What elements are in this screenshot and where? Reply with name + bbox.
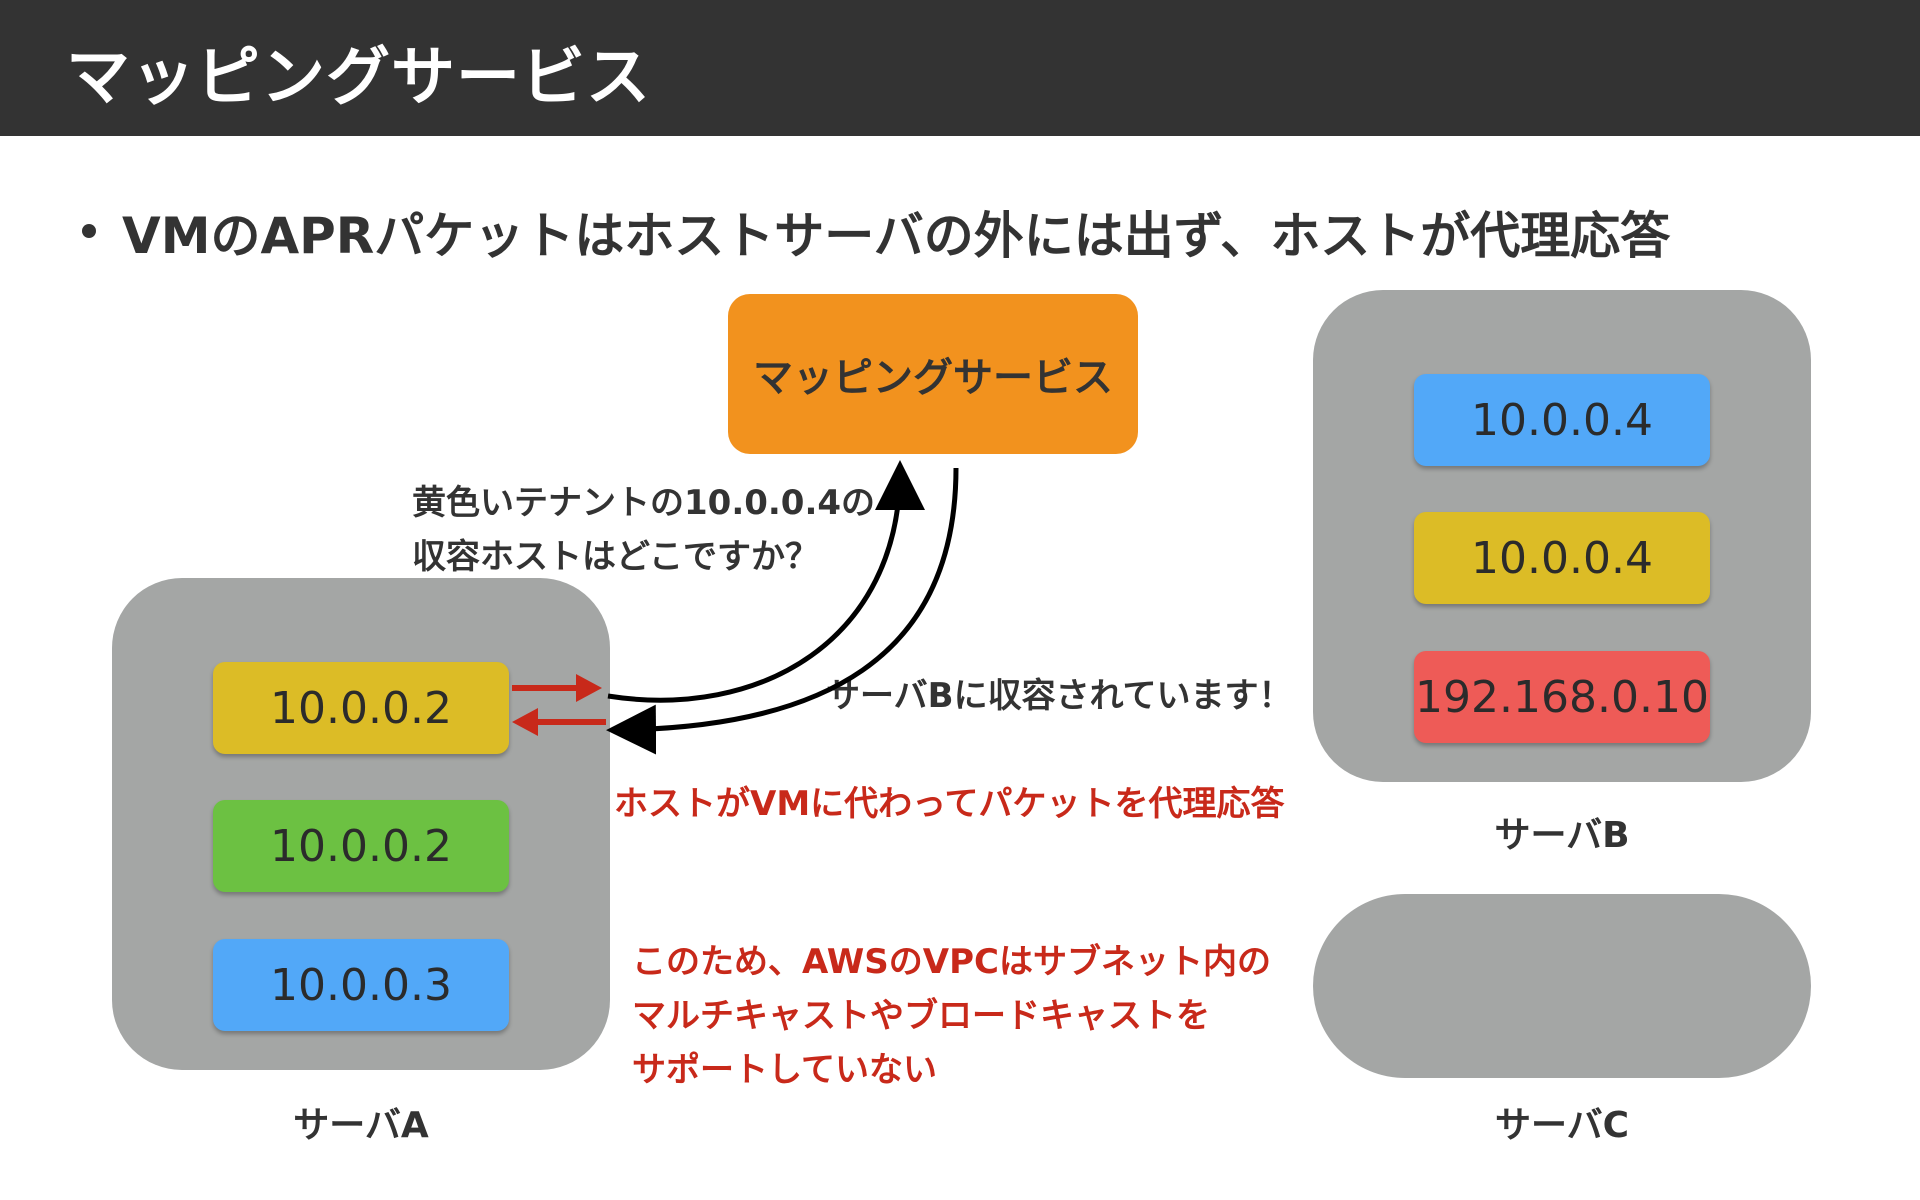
- conclusion-note: このため、AWSのVPCはサブネット内の マルチキャストやブロードキャストを サ…: [632, 935, 1271, 1097]
- server-a-label: サーバA: [293, 1105, 429, 1146]
- answer-note: サーバBに収容されています！: [826, 676, 1293, 716]
- mapping-service-box: マッピングサービス: [728, 294, 1138, 454]
- proxy-note: ホストがVMに代わってパケットを代理応答: [614, 784, 1285, 824]
- conclusion-note-line-2: マルチキャストやブロードキャストを: [632, 996, 1210, 1036]
- server-c: [1313, 894, 1811, 1078]
- query-note-line-2: 収容ホストはどこですか？: [412, 537, 819, 577]
- conclusion-note-line-1: このため、AWSのVPCはサブネット内の: [632, 942, 1271, 982]
- server-a-vm-1: 10.0.0.2: [213, 662, 509, 754]
- query-note: 黄色いテナントの10.0.0.4の 収容ホストはどこですか？: [412, 476, 875, 584]
- query-note-line-1: 黄色いテナントの10.0.0.4の: [412, 483, 876, 523]
- bullet-text: VMのAPRパケットはホストサーバの外には出ず、ホストが代理応答: [122, 207, 1671, 265]
- slide-title: マッピングサービス: [66, 41, 651, 115]
- server-b-vm-2: 10.0.0.4: [1414, 512, 1710, 604]
- bullet-dot: [82, 224, 96, 238]
- server-b-label: サーバB: [1494, 815, 1630, 856]
- server-b-vm-3: 192.168.0.10: [1414, 651, 1710, 743]
- server-a-vm-2: 10.0.0.2: [213, 800, 509, 892]
- server-a-vm-3: 10.0.0.3: [213, 939, 509, 1031]
- header-bar: マッピングサービス: [0, 0, 1920, 136]
- conclusion-note-line-3: サポートしていない: [632, 1050, 937, 1090]
- server-c-label: サーバC: [1494, 1105, 1630, 1146]
- server-b-vm-1: 10.0.0.4: [1414, 374, 1710, 466]
